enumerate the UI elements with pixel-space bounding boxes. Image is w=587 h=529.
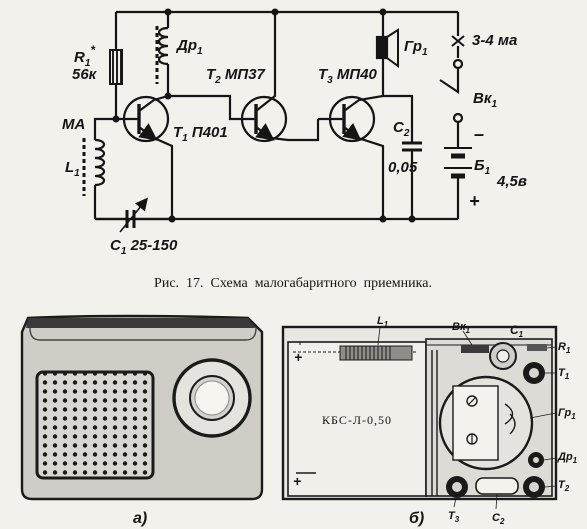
label-b1: Б1 xyxy=(474,157,491,177)
pb-label-vk1: Вк1 xyxy=(452,321,471,335)
dr1-photo xyxy=(528,452,544,468)
current-break xyxy=(451,12,465,58)
photo-b-label: б) xyxy=(409,510,424,527)
label-c2: C2 xyxy=(393,119,410,139)
speaker-grille xyxy=(35,370,155,480)
figure-caption: Рис. 17. Схема малогабаритного приемника… xyxy=(154,276,432,291)
label-minus: – xyxy=(474,124,484,144)
schematic-labels: R1* 56к Др1 T2 МП37 T3 МП40 Гр1 3-4 ма В… xyxy=(62,32,527,257)
pb-label-dr1: Др1 xyxy=(557,451,578,465)
capacitor-c2 xyxy=(383,94,422,219)
transistor-t3 xyxy=(318,68,385,219)
label-l1: L1 xyxy=(65,159,80,179)
label-gr1: Гр1 xyxy=(404,38,428,58)
pb-label-c2: C2 xyxy=(492,512,505,526)
schematic xyxy=(82,10,472,233)
ferrite-rod xyxy=(339,345,413,361)
label-ma: МА xyxy=(62,116,85,133)
pb-label-t3: T3 xyxy=(448,510,460,524)
photo-b-labels: L1 Вк1 C1 R1 T1 Гр1 Др1 T2 T3 C2 xyxy=(377,315,578,526)
resistor-r1 xyxy=(109,12,123,118)
label-t1: T1 П401 xyxy=(173,124,228,144)
pb-label-c1: C1 xyxy=(510,323,524,339)
battery-b1 xyxy=(444,147,472,219)
t1-photo xyxy=(523,362,545,384)
pb-label-t2: T2 xyxy=(558,479,570,493)
t3-photo xyxy=(446,476,468,498)
label-vk1: Вк1 xyxy=(473,90,497,110)
label-t3: T3 МП40 xyxy=(318,66,378,86)
pb-label-gr1: Гр1 xyxy=(558,407,576,421)
junction-dots xyxy=(112,8,416,223)
label-t2: T2 МП37 xyxy=(206,66,266,86)
label-c2-value: 0,05 xyxy=(388,159,418,176)
transistor-t2 xyxy=(185,12,320,143)
photo-b-chassis: + + КБС-Л-0,50 xyxy=(281,325,558,501)
capacitor-c1 xyxy=(95,197,172,233)
battery-block: + + xyxy=(287,341,427,497)
c2-photo xyxy=(475,477,519,495)
vk1-switch xyxy=(461,345,489,353)
label-c1: C1 25-150 xyxy=(110,237,178,257)
photo-a-radio-front xyxy=(20,314,264,501)
pb-label-l1: L1 xyxy=(377,315,389,329)
photo-a-label: а) xyxy=(133,510,147,527)
t2-photo xyxy=(523,476,545,498)
label-dr1: Др1 xyxy=(175,37,203,57)
label-plus: + xyxy=(469,191,480,211)
label-r1-value: 56к xyxy=(72,66,98,83)
label-current: 3-4 ма xyxy=(472,32,517,49)
label-r1: R1* xyxy=(74,43,96,69)
leader-lines xyxy=(377,326,557,510)
coil-l1 xyxy=(82,117,116,219)
transistor-t1 xyxy=(116,94,174,219)
r1-resistor xyxy=(527,344,547,351)
switch-vk1 xyxy=(439,58,464,148)
speaker-gr1 xyxy=(375,12,399,68)
pb-label-r1: R1 xyxy=(558,341,571,355)
battery-text: КБС-Л-0,50 xyxy=(322,413,392,427)
pb-label-t1: T1 xyxy=(558,367,570,381)
label-b1-value: 4,5в xyxy=(496,173,527,190)
svg-text:+: + xyxy=(294,349,302,365)
choke-dr1 xyxy=(155,12,185,98)
svg-text:+: + xyxy=(293,473,301,489)
